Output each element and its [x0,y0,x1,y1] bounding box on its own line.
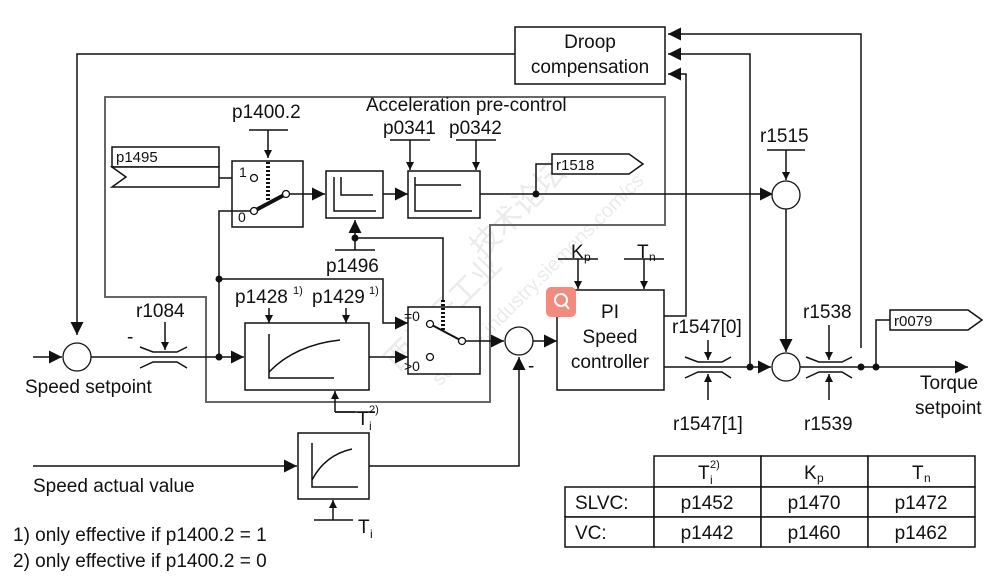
param-kp: K [571,242,584,263]
param-p0342: p0342 [449,118,502,139]
table-row-label: VC: [575,523,607,544]
accel-precontrol-region [104,96,666,403]
table-row-label: SLVC: [575,493,629,514]
footnote-1: 1) only effective if p1400.2 = 1 [13,525,267,546]
switch-pos-0: 0 [238,209,246,225]
sum-torque [771,352,801,382]
r0079-connector[interactable]: r0079 [889,309,984,331]
table-cell: p1472 [895,493,948,514]
droop-feedback-wire [70,53,515,335]
table-cell: p1462 [895,523,948,544]
pi-label-2: Speed [583,327,638,348]
table-header-tn-sub: n [924,471,931,485]
droop-compensation-block[interactable]: Droop compensation [514,26,666,85]
table-header-ti: T [698,463,710,484]
r1518-connector[interactable]: r1518 [551,153,645,175]
droop-input-3-wire [664,67,687,317]
minus-sign-r1084: - [127,327,133,348]
table-header-ti-sup: 2) [710,459,720,471]
r0079-label: r0079 [894,313,932,330]
ti-sub-actual: i [370,527,373,541]
table-header-kp-sub: p [817,471,824,485]
footnote-ref-2: 2) [369,404,379,416]
param-r1539: r1539 [804,414,853,435]
accel-precontrol-title: Acceleration pre-control [366,95,567,116]
actual-filter-block[interactable] [297,432,370,500]
setpoint-filter-block[interactable] [244,322,370,391]
table-header-kp: K [804,463,817,484]
droop-input-1-wire [668,27,862,348]
parameter-table: T i 2) K p T n SLVC: p1452 p1470 p1472 V… [564,455,976,548]
droop-label-1: Droop [564,32,616,53]
param-tn: T [637,242,649,263]
torque-label-1: Torque [920,373,978,394]
minus-sign-actual: - [528,356,534,377]
footnote-ref-1a: 1) [293,285,303,297]
table-cell: p1470 [788,493,841,514]
param-ti-actual: T [358,517,370,538]
speed-actual-label: Speed actual value [33,476,195,497]
switch-pos-1: 1 [239,164,247,180]
pi-label-3: controller [571,352,650,373]
param-r1084: r1084 [136,301,185,322]
sum-speed-error [504,326,534,356]
switch-pos-eq0: =0 [404,308,420,324]
param-r1538: r1538 [803,302,852,323]
param-p1496: p1496 [326,256,379,277]
accel-block-2[interactable] [407,170,481,219]
search-overlay-icon[interactable] [546,287,576,317]
sum-speed-setpoint [62,342,92,372]
droop-label-2: compensation [531,57,649,78]
p1495-connector[interactable]: p1495 [109,146,220,188]
ti-sub: i [369,419,372,433]
footnote-2: 2) only effective if p1400.2 = 0 [13,551,267,572]
table-header-ti-sub: i [710,473,713,487]
table-header-tn: T [912,463,924,484]
param-p1400-2: p1400.2 [232,102,301,123]
param-p1428: p1428 [235,287,288,308]
accel-block-1[interactable] [325,170,384,219]
droop-input-2-wire [668,47,751,367]
param-r1515: r1515 [760,126,809,147]
param-p1429: p1429 [312,287,365,308]
pi-label-1: PI [601,302,619,323]
param-p0341: p0341 [383,118,436,139]
speed-setpoint-label: Speed setpoint [25,377,152,398]
table-cell: p1452 [681,493,734,514]
tn-sub: n [649,250,656,264]
precontrol-switch[interactable]: =0 >0 [404,300,481,375]
param-ti-filter: T [357,409,369,430]
torque-label-2: setpoint [915,398,982,419]
table-cell: p1460 [788,523,841,544]
table-cell: p1442 [681,523,734,544]
param-r1547-1: r1547[1] [673,414,743,435]
p1495-label: p1495 [116,149,158,166]
kp-sub: p [584,250,591,264]
r1518-label: r1518 [556,157,594,174]
footnote-ref-1b: 1) [369,285,379,297]
param-r1547-0: r1547[0] [672,317,742,338]
switch-pos-gt0: >0 [404,358,420,374]
sum-r1515 [771,180,801,210]
